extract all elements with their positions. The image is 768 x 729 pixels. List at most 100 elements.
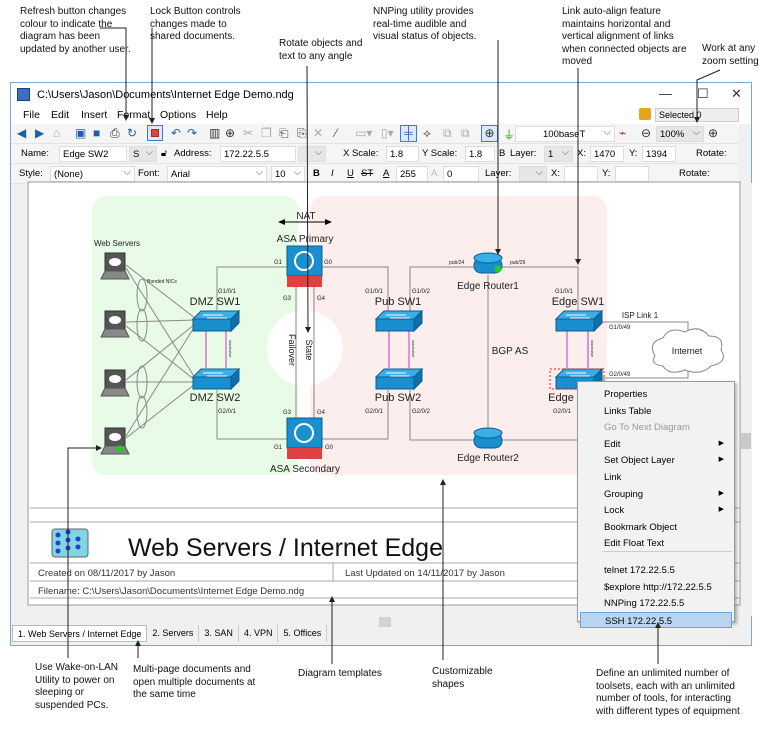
shape-select[interactable]: S — [129, 146, 157, 162]
lock-button[interactable] — [147, 125, 163, 141]
scrollbar-thumb[interactable] — [741, 433, 751, 449]
line-style-icon[interactable]: ▭▾ — [355, 126, 373, 140]
minimize-button[interactable]: — — [659, 86, 672, 101]
context-menu-item[interactable]: $explore http://172.22.5.5 — [580, 579, 732, 595]
layer-select[interactable]: 1 — [544, 146, 573, 162]
menu-help[interactable]: Help — [206, 109, 228, 121]
auto-align-button[interactable]: ╪ — [400, 125, 417, 142]
menu-edit[interactable]: Edit — [51, 109, 70, 121]
switch-pub-sw1[interactable] — [374, 309, 424, 333]
context-menu-item[interactable]: NNPing 172.22.5.5 — [580, 595, 732, 611]
save-icon[interactable]: ■ — [93, 126, 101, 140]
plug-icon[interactable]: ⏚ — [503, 128, 516, 142]
group-icon[interactable]: ⧉ — [443, 126, 452, 140]
context-menu-item[interactable]: telnet 172.22.5.5 — [580, 562, 732, 578]
toolbar-object: Name: Edge SW2 S 🔓︎ Address: 172.22.5.5 … — [11, 144, 739, 164]
context-menu-item[interactable]: Properties — [580, 386, 732, 402]
connect-icon[interactable]: ⟡ — [423, 126, 431, 140]
label-web-servers: Web Servers — [94, 239, 140, 248]
port-label: G2/0/1 — [218, 409, 237, 415]
label-asa-primary: ASA Primary — [277, 234, 334, 245]
menu-item-label: Lock — [604, 505, 625, 517]
horizontal-scroll-thumb[interactable] — [379, 617, 391, 627]
strikethrough-button[interactable]: ST — [361, 168, 374, 179]
address-field[interactable]: 172.22.5.5 — [220, 146, 296, 162]
tab-servers[interactable]: 2. Servers — [147, 625, 200, 642]
undo-icon[interactable]: ↶ — [171, 126, 182, 140]
lock-small-icon[interactable]: 🔓︎ — [161, 148, 168, 159]
text-color-button[interactable]: A — [383, 168, 390, 179]
internet-cloud[interactable] — [651, 328, 724, 373]
context-menu-item[interactable]: Go To Next Diagram — [580, 419, 732, 435]
font-size-select[interactable]: 10 — [271, 166, 305, 182]
context-menu-item[interactable]: Lock▶ — [580, 502, 732, 518]
edge-router1[interactable] — [473, 252, 503, 274]
zoom-out-icon[interactable]: ⊖ — [641, 126, 652, 140]
copy-icon[interactable]: ❐ — [261, 126, 272, 140]
asa-primary[interactable] — [286, 245, 323, 287]
open-icon[interactable]: ▣ — [75, 126, 87, 140]
align-icon[interactable]: ▯▾ — [381, 126, 394, 140]
tab-offices[interactable]: 5. Offices — [278, 625, 328, 642]
yscale-field[interactable]: 1.8 — [465, 146, 495, 162]
context-menu-item[interactable]: Grouping▶ — [580, 486, 732, 502]
fill-color-button[interactable]: A — [431, 168, 438, 179]
asa-secondary[interactable] — [286, 417, 323, 459]
vertical-scrollbar[interactable] — [740, 183, 752, 616]
globe-icon[interactable]: ⊕ — [225, 126, 236, 140]
web-server[interactable] — [100, 369, 130, 397]
menu-options[interactable]: Options — [160, 109, 197, 121]
context-menu-item[interactable]: Links Table — [580, 403, 732, 419]
italic-button[interactable]: I — [331, 168, 334, 179]
label-bonded: Bonded NICs — [147, 279, 177, 285]
switch-edge-sw1[interactable] — [554, 309, 604, 333]
tab-vpn[interactable]: 4. VPN — [238, 625, 279, 642]
context-menu-item[interactable]: Set Object Layer▶ — [580, 452, 732, 468]
web-server[interactable] — [100, 252, 130, 280]
paste-special-icon[interactable]: ⎘ — [297, 126, 307, 140]
print-icon[interactable]: ⎙ — [110, 126, 120, 140]
ungroup-icon[interactable]: ⧉ — [461, 126, 470, 140]
redo-icon[interactable]: ↷ — [187, 126, 198, 140]
zoom-select[interactable]: 100% — [656, 126, 704, 142]
port-label: pub/29 — [510, 260, 526, 266]
forward-icon[interactable]: ▶ — [35, 126, 45, 140]
switch-dmz-sw2[interactable] — [191, 367, 241, 391]
context-menu-item[interactable]: Bookmark Object — [580, 519, 732, 535]
annotation-refresh: Refresh button changes colour to indicat… — [20, 6, 131, 55]
name-field[interactable]: Edge SW2 — [59, 146, 127, 162]
switch-dmz-sw1[interactable] — [191, 309, 241, 333]
y-field[interactable]: 1394 — [642, 146, 676, 162]
x-field[interactable]: 1470 — [590, 146, 624, 162]
refresh-icon[interactable]: ↻ — [127, 126, 138, 140]
paste-icon[interactable]: ⎗ — [279, 126, 289, 140]
cut-icon[interactable]: ✂ — [243, 126, 254, 140]
menu-file[interactable]: File — [23, 109, 40, 121]
context-menu-item[interactable]: Edit▶ — [580, 436, 732, 452]
underline-button[interactable]: U — [347, 168, 354, 179]
web-server[interactable] — [100, 310, 130, 338]
rotate-icon[interactable]: ⁄ — [335, 126, 338, 140]
context-menu-item[interactable]: Link — [580, 469, 732, 485]
delete-icon[interactable]: ✕ — [313, 126, 324, 140]
label-internet: Internet — [672, 346, 703, 356]
switch-pub-sw2[interactable] — [374, 367, 424, 391]
links — [125, 264, 689, 441]
context-menu-item[interactable]: Edit Float Text — [580, 535, 732, 551]
context-menu-item[interactable]: SSH 172.22.5.5 — [580, 611, 732, 628]
bold-button[interactable]: B — [313, 168, 320, 179]
home-icon[interactable]: ⌂ — [53, 126, 61, 140]
close-button[interactable]: ✕ — [731, 86, 742, 101]
tab-web-servers[interactable]: 1. Web Servers / Internet Edge — [12, 625, 148, 642]
xscale-field[interactable]: 1.8 — [386, 146, 419, 162]
link-style-select[interactable]: 100baseT — [515, 126, 615, 142]
back-icon[interactable]: ◀ — [17, 126, 27, 140]
label-pub-sw2: Pub SW2 — [375, 392, 421, 404]
disconnect-icon[interactable]: ⌁ — [619, 126, 627, 140]
library-icon[interactable]: ▥ — [209, 126, 221, 140]
address-select[interactable] — [298, 146, 326, 162]
web-server[interactable] — [100, 427, 130, 455]
tab-san[interactable]: 3. SAN — [199, 625, 239, 642]
zoom-in-icon[interactable]: ⊕ — [708, 126, 719, 140]
edge-router2[interactable] — [473, 427, 503, 449]
